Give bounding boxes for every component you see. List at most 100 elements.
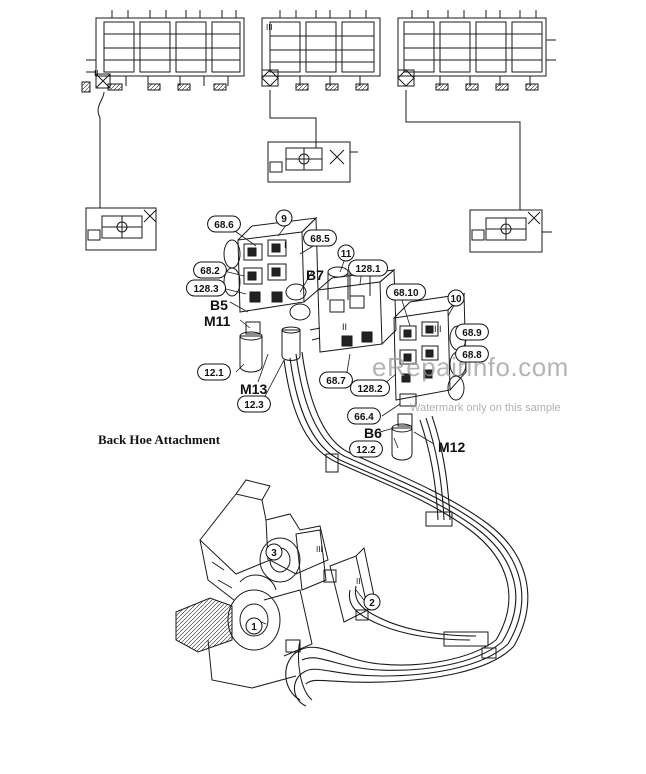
callout-shape xyxy=(337,244,355,262)
leader-lines xyxy=(219,219,467,625)
valve-block-10 xyxy=(393,292,467,407)
callout-shape xyxy=(197,363,231,381)
callout-9: 9 xyxy=(275,209,293,227)
watermark-text: eRepairinfo.com xyxy=(372,352,569,382)
label-m13: M13 xyxy=(240,381,267,397)
callout-shape xyxy=(455,345,489,363)
callout-text: 68.5 xyxy=(310,234,330,245)
schematic-small-center xyxy=(267,141,358,183)
label-roman-3: III xyxy=(434,324,442,334)
filter-12-3 xyxy=(281,326,301,361)
callout-text: 68.10 xyxy=(393,288,418,299)
filter-12-2 xyxy=(391,413,413,461)
callout-text: 128.2 xyxy=(357,384,382,395)
callout-12-2: 12.2 xyxy=(349,440,383,458)
callout-68-2: 68.2 xyxy=(193,261,227,279)
callout-12-3: 12.3 xyxy=(237,395,271,413)
callout-3: 3 xyxy=(265,543,283,561)
callout-shape xyxy=(347,407,381,425)
callout-68-7: 68.7 xyxy=(319,371,353,389)
schematic-block-left xyxy=(81,10,245,93)
callout-shape xyxy=(193,261,227,279)
callout-128-2: 128.2 xyxy=(350,379,390,397)
callout-shape xyxy=(265,543,283,561)
backhoe-machine xyxy=(175,479,375,701)
callout-1: 1 xyxy=(245,617,263,635)
hose-clamp xyxy=(481,647,497,659)
callout-68-5: 68.5 xyxy=(303,229,337,247)
callout-text: 68.6 xyxy=(214,220,234,231)
hose-clamp xyxy=(443,631,489,647)
label-roman-2s: II xyxy=(356,577,360,586)
callout-128-3: 128.3 xyxy=(186,279,226,297)
label-roman-2: II xyxy=(342,322,347,332)
callout-shape xyxy=(455,323,489,341)
callout-shape xyxy=(349,440,383,458)
callout-shape xyxy=(303,229,337,247)
callout-2: 2 xyxy=(363,593,381,611)
filter-12-1 xyxy=(239,321,263,373)
label-b6: B6 xyxy=(364,425,382,441)
callout-shape xyxy=(186,279,226,297)
label-b7: B7 xyxy=(306,267,324,283)
schematic-block-center xyxy=(261,10,381,91)
label-roman-3s: III xyxy=(316,545,323,554)
callout-text: 128.3 xyxy=(193,284,218,295)
callout-shape xyxy=(319,371,353,389)
callout-11: 11 xyxy=(337,244,355,262)
hose-clamp xyxy=(425,511,453,527)
pipe-line xyxy=(405,90,521,210)
callout-text: 3 xyxy=(271,548,277,559)
schematic-small-right xyxy=(469,209,552,253)
callout-text: 68.2 xyxy=(200,266,220,277)
callout-text: 11 xyxy=(341,249,352,260)
schematic-small-left xyxy=(85,207,157,251)
callout-12-1: 12.1 xyxy=(197,363,231,381)
callout-text: 1 xyxy=(251,622,257,633)
callout-68-6: 68.6 xyxy=(207,215,241,233)
callout-text: 68.9 xyxy=(462,328,482,339)
callout-shape xyxy=(245,617,263,635)
watermark-subtext: Watermark only on this sample xyxy=(410,402,561,414)
callout-128-1: 128.1 xyxy=(348,259,388,277)
callout-text: 68.7 xyxy=(326,376,346,387)
label-roman-2b: II xyxy=(94,69,98,78)
callout-shape xyxy=(447,289,465,307)
pipe-line xyxy=(269,90,317,148)
callout-66-4: 66.4 xyxy=(347,407,381,425)
hose-bundle xyxy=(283,351,529,707)
valve-block-9 xyxy=(223,216,319,321)
label-roman-3b: III xyxy=(266,23,273,32)
callout-text: 10 xyxy=(450,294,462,305)
callout-text: 66.4 xyxy=(354,412,374,423)
pipe-line xyxy=(97,91,105,208)
callout-shape xyxy=(237,395,271,413)
callout-text: 68.8 xyxy=(462,350,482,361)
callout-text: 9 xyxy=(281,214,287,225)
label-m11: M11 xyxy=(204,313,231,329)
callout-68-10: 68.10 xyxy=(386,283,426,301)
hose-clamp xyxy=(325,453,339,473)
callout-shape xyxy=(363,593,381,611)
callout-68-9: 68.9 xyxy=(455,323,489,341)
callout-10: 10 xyxy=(447,289,465,307)
callout-shape xyxy=(207,215,241,233)
schematic-block-right xyxy=(397,10,556,91)
callout-shape xyxy=(386,283,426,301)
callout-text: 2 xyxy=(369,598,375,609)
callout-shape xyxy=(275,209,293,227)
callout-text: 12.1 xyxy=(204,368,224,379)
callout-68-8: 68.8 xyxy=(455,345,489,363)
diagram-caption: Back Hoe Attachment xyxy=(98,432,221,447)
callout-shape xyxy=(350,379,390,397)
callout-text: 12.2 xyxy=(356,445,376,456)
label-roman-1s: I xyxy=(298,643,300,652)
label-roman-1: I xyxy=(284,240,287,250)
callout-text: 12.3 xyxy=(244,400,264,411)
label-b5: B5 xyxy=(210,297,228,313)
callout-text: 128.1 xyxy=(355,264,380,275)
callout-shape xyxy=(348,259,388,277)
